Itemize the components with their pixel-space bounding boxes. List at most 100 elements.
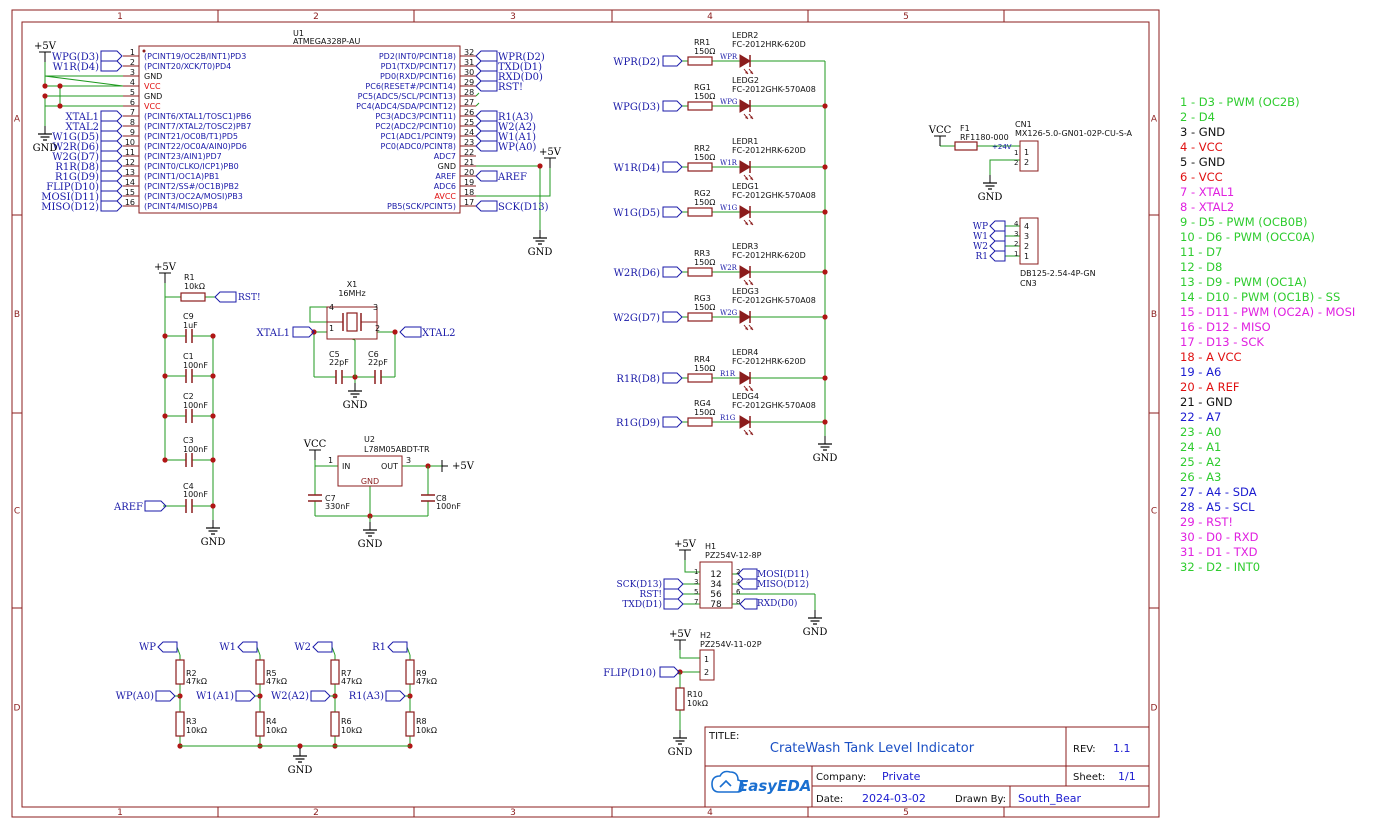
net-label: RXD(D0): [757, 598, 797, 609]
junction-dot: [822, 209, 828, 215]
pin-name: GND: [361, 477, 379, 486]
pin-note: 10 - D6 - PWM (OCC0A): [1180, 230, 1315, 244]
led-triangle: [739, 265, 751, 279]
junction-dot: [822, 375, 828, 381]
component-ref: X1: [347, 280, 358, 289]
net-flag: [989, 220, 1006, 232]
pin-note: 17 - D13 - SCK: [1180, 335, 1264, 349]
power-label: VCC: [303, 439, 327, 450]
pin-note: 5 - GND: [1180, 155, 1226, 169]
pin-note: 13 - D9 - PWM (OC1A): [1180, 275, 1307, 289]
net-flag: [663, 598, 684, 610]
net-label: TXD(D1): [622, 599, 662, 610]
led-pin-label: R1R: [720, 370, 736, 378]
pin-number: 2: [1024, 158, 1029, 167]
frame-col-label: 2: [313, 12, 319, 22]
junction-dot: [42, 83, 48, 89]
component-part: PZ254V-11-02P: [700, 640, 762, 649]
net-label: W2(A2): [498, 122, 536, 133]
component-value: 10kΩ: [687, 699, 708, 708]
junction-dot: [57, 83, 63, 89]
pin-number: 4: [736, 578, 741, 586]
divider-top-resistor: [405, 659, 415, 685]
pin-number: 29: [464, 78, 474, 87]
net-label: RST!: [639, 590, 662, 600]
led-light-arrowhead: [745, 222, 748, 225]
component-value: 100nF: [436, 502, 461, 511]
component-value: 22pF: [368, 358, 388, 367]
pin-note: 19 - A6: [1180, 365, 1222, 379]
schematic-title: CrateWash Tank Level Indicator: [770, 741, 975, 756]
wire-layer: [42, 60, 1020, 749]
pin-note: 23 - A0: [1180, 425, 1222, 439]
mcu-u1-body: [138, 45, 461, 214]
led-series-resistor: [687, 373, 713, 383]
component-value: 150Ω: [694, 92, 715, 101]
pin-number: 4: [1014, 220, 1019, 228]
component-value: 10kΩ: [341, 726, 362, 735]
net-label: WPG(D3): [52, 52, 99, 63]
pin-name: (PCINT19/OC2B/INT1)PD3: [144, 52, 246, 61]
net-flag: [100, 50, 123, 62]
pin-note: 8 - XTAL2: [1180, 200, 1235, 214]
junction-dot: [42, 93, 48, 99]
connector-cn1: [1019, 140, 1039, 172]
date-value: 2024-03-02: [862, 792, 926, 805]
led-series-resistor: [687, 267, 713, 277]
pin-note: 1 - D3 - PWM (OC2B): [1180, 95, 1300, 109]
divider-bottom-resistor: [405, 711, 415, 737]
logo-text: EasyEDA: [738, 777, 811, 795]
component-ref: R4: [266, 717, 277, 726]
pin-number: 3: [1024, 232, 1029, 241]
pin-note: 4 - VCC: [1180, 140, 1223, 154]
pin-note: 21 - GND: [1180, 395, 1233, 409]
pin-number: 14: [125, 178, 135, 187]
pin-name: GND: [144, 72, 162, 81]
component-value: 10kΩ: [184, 282, 205, 291]
component-part: MX126-5.0-GN01-02P-CU-S-A: [1015, 129, 1133, 138]
pin-name: PD0(RXD/PCINT16): [380, 72, 456, 81]
component-value: 100nF: [183, 401, 208, 410]
pin-number: 25: [464, 118, 474, 127]
led-light-arrowhead: [745, 177, 748, 180]
pin-name: ADC7: [434, 152, 456, 161]
frame-col-label: 5: [903, 12, 909, 22]
net-label: AREF: [113, 502, 143, 513]
net-flag: [235, 690, 256, 702]
regulator-body: [337, 455, 403, 487]
led-triangle: [739, 205, 751, 219]
title-block-frame: [704, 726, 1150, 808]
net-label: W2G(D7): [613, 313, 660, 324]
component-ref: CN3: [1020, 279, 1037, 288]
net-label: R1(A3): [349, 691, 384, 702]
net-label: FLIP(D10): [603, 668, 656, 679]
net-flag: [475, 110, 498, 122]
wire: [679, 650, 700, 659]
junction-dot: [210, 457, 216, 463]
led-light-arrowhead: [745, 71, 748, 74]
pin-number: 1: [1024, 252, 1029, 261]
pin-note: 30 - D0 - RXD: [1180, 530, 1259, 544]
net-flag: [100, 110, 123, 122]
frame-col-label: 3: [510, 12, 516, 22]
component-part: L78M05ABDT-TR: [364, 445, 430, 454]
pin-name: GND: [144, 92, 162, 101]
led-triangle: [739, 160, 751, 174]
pin-number: 3: [694, 578, 698, 586]
pin-number: 5: [130, 88, 135, 97]
power-label: +5V: [34, 41, 57, 52]
pin-number: 2: [736, 568, 740, 576]
component-ref: LEDG1: [732, 182, 759, 191]
component-part: PZ254V-12-8P: [705, 551, 762, 560]
reset-resistor-r1: [180, 292, 206, 302]
pin-name: VCC: [144, 82, 161, 91]
component-ref: C4: [183, 482, 194, 491]
component-ref: R10: [687, 690, 703, 699]
component-value: 10kΩ: [416, 726, 437, 735]
net-label: WP(A0): [498, 142, 536, 153]
pin-number: 2: [375, 324, 380, 333]
pin1-marker: [142, 49, 146, 53]
pin-number: 12: [710, 570, 721, 580]
pin-note: 31 - D1 - TXD: [1180, 545, 1258, 559]
net-label: WPR(D2): [498, 52, 545, 63]
